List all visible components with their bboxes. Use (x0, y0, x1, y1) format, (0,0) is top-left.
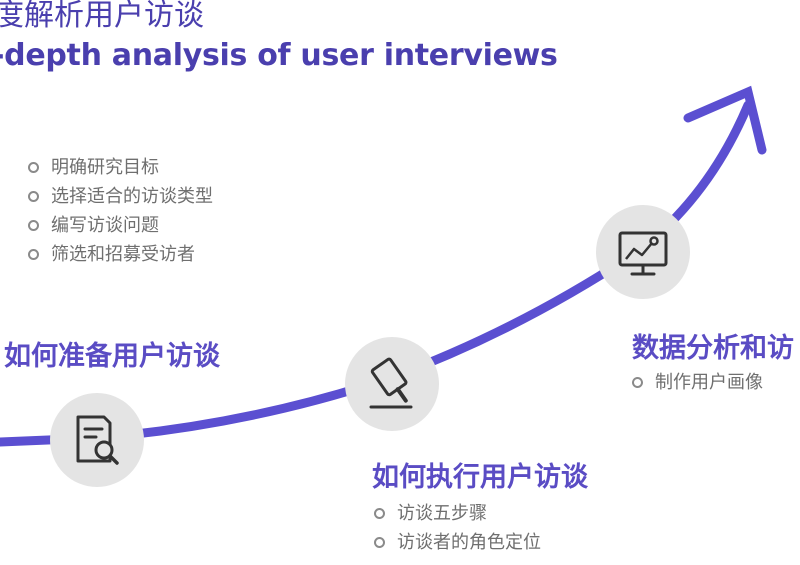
list-item: 访谈者的角色定位 (374, 528, 541, 557)
list-item: 编写访谈问题 (28, 211, 213, 240)
bullet-icon (374, 537, 385, 548)
step1-bullet-list: 明确研究目标 选择适合的访谈类型 编写访谈问题 筛选和招募受访者 (28, 153, 213, 269)
document-search-icon (76, 415, 119, 465)
step2-circle (345, 337, 439, 431)
step1-circle (50, 393, 144, 487)
bullet-icon (632, 377, 643, 388)
list-item: 明确研究目标 (28, 153, 213, 182)
step3-heading: 数据分析和访 (632, 333, 794, 364)
step3-circle (596, 205, 690, 299)
list-item: 筛选和招募受访者 (28, 240, 213, 269)
step3-bullet-list: 制作用户画像 (632, 368, 763, 397)
page-title-english: -depth analysis of user interviews (0, 38, 558, 73)
step2-heading: 如何执行用户访谈 (372, 462, 588, 493)
step2-bullet-list: 访谈五步骤 访谈者的角色定位 (374, 499, 541, 557)
chart-monitor-icon (618, 231, 668, 276)
bullet-icon (374, 508, 385, 519)
list-item: 制作用户画像 (632, 368, 763, 397)
bullet-icon (28, 191, 39, 202)
bullet-icon (28, 220, 39, 231)
bullet-icon (28, 162, 39, 173)
list-item: 访谈五步骤 (374, 499, 541, 528)
step1-heading: 如何准备用户访谈 (4, 341, 220, 372)
page-title-chinese: 度解析用户访谈 (0, 0, 204, 33)
bullet-icon (28, 249, 39, 260)
gavel-icon (369, 357, 413, 409)
list-item: 选择适合的访谈类型 (28, 182, 213, 211)
